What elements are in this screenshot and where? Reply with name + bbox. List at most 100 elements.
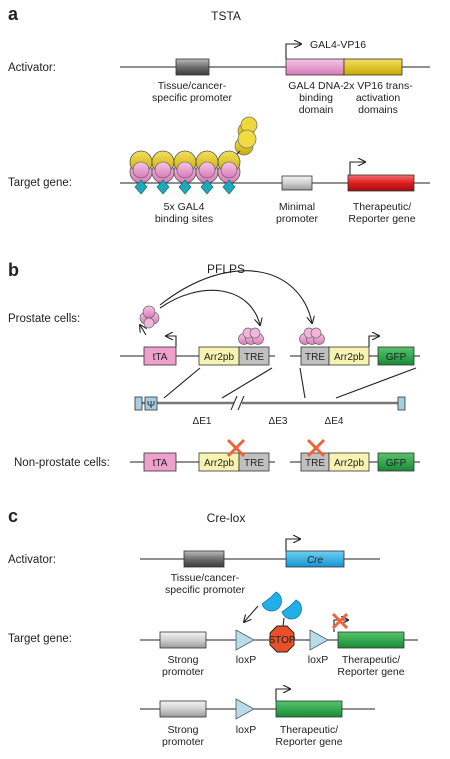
tta-expression-arrow-icon bbox=[140, 325, 146, 336]
panel-a-letter: a bbox=[8, 4, 19, 24]
tta-protein-icon bbox=[139, 305, 160, 329]
c-reporter-label-2: Reporter gene bbox=[337, 666, 404, 678]
panel-b-nonprostate-label: Non-prostate cells: bbox=[14, 457, 110, 469]
panel-b-title: PFLPS bbox=[207, 262, 245, 276]
loxp-triangle-1 bbox=[235, 629, 255, 651]
expand-line bbox=[221, 367, 273, 399]
loxp-triangle-2 bbox=[309, 629, 329, 651]
gfp-box bbox=[377, 346, 415, 366]
c-reporter-label-4: Reporter gene bbox=[275, 736, 342, 748]
itr-right-box bbox=[397, 396, 406, 411]
strong-promoter-box-2 bbox=[159, 700, 207, 718]
minimal-promoter-label-2: promoter bbox=[276, 213, 319, 225]
loxp-label-1: loxP bbox=[236, 654, 256, 666]
panel-b: b PFLPS Prostate cells: tTA Arr2pb TRE bbox=[8, 260, 420, 472]
cre-box bbox=[285, 550, 345, 568]
binding-site-complex bbox=[217, 150, 241, 195]
psi-label: Ψ bbox=[147, 400, 155, 411]
binding-site-complex bbox=[129, 150, 153, 195]
np-tre-label-right: TRE bbox=[305, 458, 325, 469]
panel-a-activator-label: Activator: bbox=[8, 62, 56, 74]
arr2pb-label-right: Arr2pb bbox=[334, 352, 364, 363]
panel-c: c Cre-lox Activator: Tissue/cancer- spec… bbox=[8, 506, 418, 748]
tre-box bbox=[238, 346, 270, 366]
gal4-label-1: GAL4 DNA- bbox=[288, 80, 344, 92]
panel-b-letter: b bbox=[8, 260, 19, 280]
gal4-vp16-protein-icon bbox=[234, 116, 258, 156]
gal4-dbd-box bbox=[285, 58, 345, 76]
binding-sites-label-1: 5x GAL4 bbox=[164, 201, 205, 213]
loxp-label-2: loxP bbox=[308, 654, 328, 666]
minimal-promoter-label-1: Minimal bbox=[279, 201, 315, 213]
arr2pb-box-right bbox=[328, 346, 370, 366]
strong-promoter-box bbox=[159, 631, 207, 649]
tissue-promoter-label-2: specific promoter bbox=[152, 92, 232, 104]
tta-bound-icon bbox=[238, 327, 264, 345]
c-promoter-label-2: specific promoter bbox=[165, 584, 245, 596]
arr2pb-label: Arr2pb bbox=[204, 352, 234, 363]
loxp-label-3: loxP bbox=[236, 724, 256, 736]
panel-a: a TSTA Activator: Tissue/cancer- specifi… bbox=[8, 4, 430, 225]
binding-sites-label-2: binding sites bbox=[155, 213, 213, 225]
panel-c-target-label: Target gene: bbox=[8, 633, 72, 645]
gfp-label: GFP bbox=[386, 352, 407, 363]
c-tissue-promoter-box bbox=[183, 550, 225, 568]
gal4-vp16-label: GAL4-VP16 bbox=[310, 39, 366, 51]
np-gfp-box bbox=[377, 452, 415, 472]
binding-site-complex bbox=[173, 150, 197, 195]
blocked-x-icon bbox=[331, 612, 349, 630]
strong-promoter-label-3: Strong bbox=[168, 724, 199, 736]
strong-promoter-label-2: promoter bbox=[162, 666, 205, 678]
tta-to-tre2-arrow-icon bbox=[159, 270, 312, 323]
panel-a-target-label: Target gene: bbox=[8, 177, 72, 189]
expand-line bbox=[335, 367, 417, 399]
c-promoter-label-1: Tissue/cancer- bbox=[171, 572, 240, 584]
reporter-gene-box bbox=[347, 174, 415, 192]
binding-site-complex bbox=[151, 150, 175, 195]
tre-label-right: TRE bbox=[305, 352, 325, 363]
cre-arrow-left-icon bbox=[244, 605, 259, 622]
vp16-box bbox=[343, 58, 403, 76]
panel-c-title: Cre-lox bbox=[207, 511, 246, 525]
stop-octagon-icon bbox=[269, 625, 295, 653]
expand-line bbox=[163, 367, 201, 399]
cre-label: Cre bbox=[307, 555, 324, 566]
delta-e1-label: ΔE1 bbox=[193, 416, 212, 427]
tta-box bbox=[143, 346, 177, 366]
c-reporter-label-3: Therapeutic/ bbox=[280, 724, 338, 736]
tta-label: tTA bbox=[153, 352, 168, 363]
gal4-binding-sites bbox=[129, 150, 241, 195]
panel-b-prostate-label: Prostate cells: bbox=[8, 313, 80, 325]
tss-arrow-icon bbox=[285, 44, 301, 59]
vp16-label-2: activation bbox=[356, 92, 401, 104]
loxp-triangle-3 bbox=[235, 698, 255, 720]
c-reporter-box-2 bbox=[275, 700, 343, 718]
stop-label: STOP bbox=[268, 635, 295, 646]
reporter-label-2: Reporter gene bbox=[348, 213, 415, 225]
np-arr2pb-box-right bbox=[328, 452, 370, 472]
panel-a-title: TSTA bbox=[211, 9, 241, 23]
tta-to-tre1-arrow-icon bbox=[159, 289, 260, 325]
blocked-x-icon bbox=[306, 438, 326, 458]
reporter-label-1: Therapeutic/ bbox=[353, 201, 411, 213]
tta-tss-arrow-icon bbox=[166, 336, 177, 347]
c-reporter-tss-arrow-icon-2 bbox=[275, 689, 290, 701]
break-mark-icon bbox=[230, 395, 245, 411]
tre-label: TRE bbox=[244, 352, 264, 363]
c-reporter-label-1: Therapeutic/ bbox=[342, 654, 400, 666]
strong-promoter-label-4: promoter bbox=[162, 736, 205, 748]
cre-tss-arrow-icon bbox=[285, 539, 300, 551]
itr-left-box bbox=[134, 396, 143, 411]
panel-c-letter: c bbox=[8, 506, 18, 526]
np-tta-label: tTA bbox=[153, 458, 168, 469]
blocked-x-icon bbox=[226, 438, 246, 458]
np-arr2pb-label-right: Arr2pb bbox=[334, 458, 364, 469]
np-gfp-label: GFP bbox=[386, 458, 407, 469]
reporter-tss-arrow-icon bbox=[349, 162, 365, 175]
tissue-promoter-box bbox=[175, 58, 210, 76]
psi-box bbox=[144, 396, 158, 411]
vp16-label-1: 2x VP16 trans- bbox=[343, 80, 413, 92]
cre-protein-icon bbox=[261, 591, 302, 620]
delta-e4-label: ΔE4 bbox=[325, 416, 344, 427]
